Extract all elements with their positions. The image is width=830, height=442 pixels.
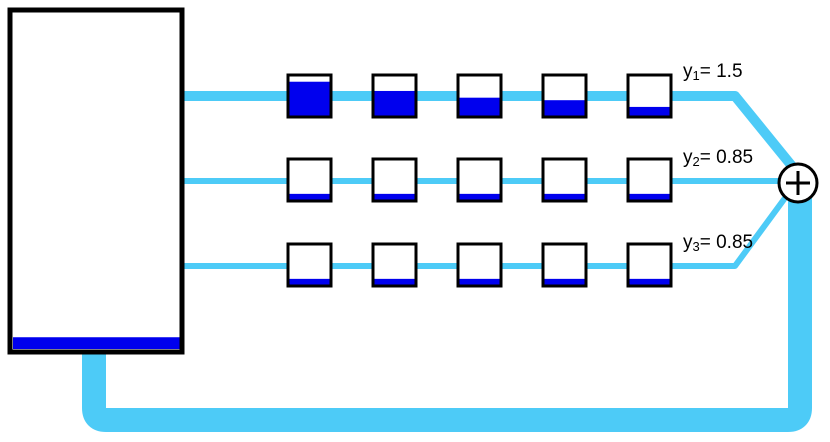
compartment-r3-c1 (286, 242, 333, 288)
compartment-fluid (458, 97, 501, 117)
row-1-label-var: y (683, 61, 693, 82)
row-3-output-label: y3= 0.85 (683, 232, 754, 254)
compartment-r3-c2 (371, 242, 418, 288)
compartment-fluid (373, 90, 416, 117)
row-3-label-eq: = 0.85 (699, 232, 754, 253)
compartment-r1-c4 (541, 73, 588, 119)
compartment-fluid (628, 106, 671, 117)
row-2-label-eq: = 0.85 (699, 147, 754, 168)
compartment-fluid (288, 81, 331, 117)
pipe-return-loop (82, 196, 812, 432)
reservoir-outline (7, 7, 185, 355)
compartment-fluid (628, 193, 671, 201)
compartment-fluid (288, 193, 331, 201)
compartment-fluid (543, 193, 586, 201)
summing-junction (777, 162, 819, 204)
compartment-r3-c3 (456, 242, 503, 288)
compartment-fluid (373, 278, 416, 286)
compartment-grid (286, 73, 673, 288)
compartment-r2-c5 (626, 157, 673, 203)
compartment-fluid (543, 100, 586, 117)
reservoir (7, 7, 185, 355)
row-1-label-eq: = 1.5 (699, 61, 743, 82)
row-1-output-label: y1= 1.5 (683, 61, 743, 83)
row-2-output-label: y2= 0.85 (683, 147, 754, 169)
compartment-fluid (288, 278, 331, 286)
compartment-r3-c4 (541, 242, 588, 288)
compartment-r1-c5 (626, 73, 673, 119)
pipes (82, 91, 812, 432)
row-1-label-sub: 1 (692, 68, 700, 83)
compartment-fluid (373, 193, 416, 201)
compartment-r2-c1 (286, 157, 333, 203)
reservoir-fluid (13, 337, 180, 349)
compartment-r1-c2 (371, 73, 418, 119)
row-3-label-sub: 3 (692, 239, 700, 254)
pipe-row-3 (182, 196, 788, 269)
compartment-r1-c1 (286, 73, 333, 119)
compartment-r2-c4 (541, 157, 588, 203)
compartment-fluid (458, 193, 501, 201)
compartment-fluid (543, 278, 586, 286)
compartment-fluid (628, 278, 671, 286)
pipe-row-1 (182, 91, 804, 180)
compartment-fluid (458, 278, 501, 286)
compartment-r2-c3 (456, 157, 503, 203)
row-2-label-var: y (683, 147, 693, 168)
compartment-r1-c3 (456, 73, 503, 119)
row-2-label-sub: 2 (692, 154, 700, 169)
compartment-r3-c5 (626, 242, 673, 288)
compartment-r2-c2 (371, 157, 418, 203)
row-3-label-var: y (683, 232, 693, 253)
